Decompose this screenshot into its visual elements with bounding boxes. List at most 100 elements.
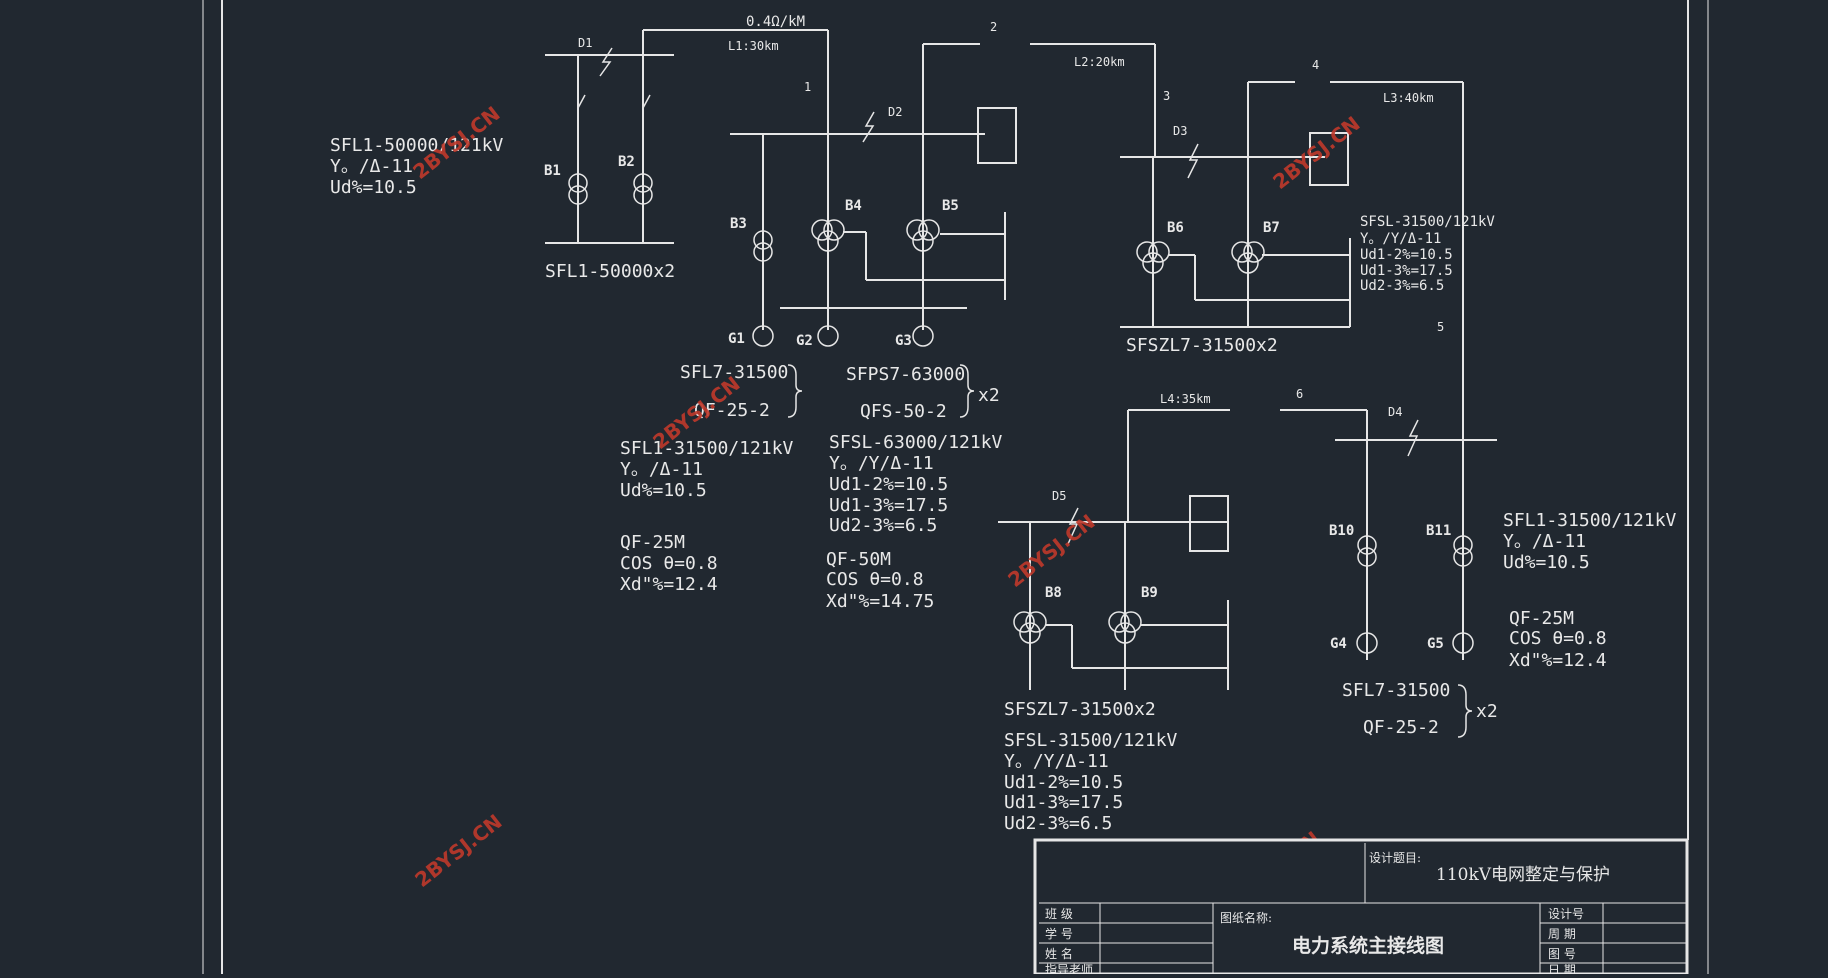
breaker-6: 6 xyxy=(1296,387,1303,401)
row-design-no: 设计号 xyxy=(1548,907,1584,921)
spec-b8-b9: SFSZL7-31500x2 SFSL-31500/121kV Y。/Y/Δ-1… xyxy=(1004,699,1178,834)
line-labels: 0.4Ω/kM L1:30km L2:20km L3:40km L4:35km xyxy=(728,14,1434,406)
design-label: 设计题目: xyxy=(1369,851,1421,865)
svg-text:Ud1-2%=10.5: Ud1-2%=10.5 xyxy=(829,474,948,495)
group-d5 xyxy=(998,410,1229,690)
breaker-1: 1 xyxy=(804,80,811,94)
svg-text:Ud2-3%=6.5: Ud2-3%=6.5 xyxy=(1004,813,1112,834)
svg-text:SFSL-31500/121kV: SFSL-31500/121kV xyxy=(1360,214,1495,230)
svg-text:QF-25M: QF-25M xyxy=(1509,608,1574,629)
group-d2 xyxy=(730,43,1155,330)
group-d3 xyxy=(1120,44,1464,440)
watermark: 2BYSJ.CN xyxy=(410,809,506,892)
svg-text:x2: x2 xyxy=(1476,701,1498,722)
svg-text:QF-25M: QF-25M xyxy=(620,532,685,553)
bus-d4: D4 xyxy=(1388,405,1402,419)
svg-text:SFL1-31500/121kV: SFL1-31500/121kV xyxy=(1503,510,1677,531)
svg-text:SFL7-31500: SFL7-31500 xyxy=(680,362,788,383)
transformer-b3: B3 xyxy=(730,216,747,232)
spec-b45: SFSL-63000/121kV Y。/Y/Δ-11 Ud1-2%=10.5 U… xyxy=(829,432,1003,536)
svg-text:QF-25-2: QF-25-2 xyxy=(1363,717,1439,738)
generator-labels: G1 G2 G3 G4 G5 xyxy=(728,331,1444,652)
breaker-3: 3 xyxy=(1163,89,1170,103)
transformer-b5: B5 xyxy=(942,198,959,214)
svg-text:Ud2-3%=6.5: Ud2-3%=6.5 xyxy=(1360,278,1444,294)
drawing-label: 图纸名称: xyxy=(1220,910,1272,925)
svg-text:SFSL-63000/121kV: SFSL-63000/121kV xyxy=(829,432,1003,453)
transformer-b9: B9 xyxy=(1141,585,1158,601)
spec-g4-g5: QF-25M COS θ=0.8 Xd"%=12.4 SFL7-31500 QF… xyxy=(1342,608,1607,738)
transformer-b2: B2 xyxy=(618,154,635,170)
svg-text:Y。/Y/Δ-11: Y。/Y/Δ-11 xyxy=(1004,751,1109,772)
bus-d1: D1 xyxy=(578,36,592,50)
spec-b3: SFL1-31500/121kV Y。/Δ-11 Ud%=10.5 xyxy=(620,438,794,501)
row-class: 班 级 xyxy=(1045,907,1073,921)
row-period: 周 期 xyxy=(1548,927,1576,941)
transformer-b4: B4 xyxy=(845,198,862,214)
generator-g3: G3 xyxy=(895,333,912,349)
line-l2-label: L2:20km xyxy=(1074,55,1125,69)
svg-text:SFL1-31500/121kV: SFL1-31500/121kV xyxy=(620,438,794,459)
svg-text:COS θ=0.8: COS θ=0.8 xyxy=(620,553,718,574)
transformer-b10: B10 xyxy=(1329,523,1354,539)
row-advisor: 指导老师 xyxy=(1045,962,1093,974)
row-drawing-no: 图 号 xyxy=(1548,947,1576,961)
svg-text:SFL1-50000x2: SFL1-50000x2 xyxy=(545,261,675,282)
bus-d2: D2 xyxy=(888,105,902,119)
svg-text:Ud1-3%=17.5: Ud1-3%=17.5 xyxy=(829,495,948,516)
generator-g1: G1 xyxy=(728,331,745,347)
svg-text:QF-50M: QF-50M xyxy=(826,549,891,570)
line-l3-label: L3:40km xyxy=(1383,91,1434,105)
svg-text:QF-25-2: QF-25-2 xyxy=(694,400,770,421)
svg-text:Ud2-3%=6.5: Ud2-3%=6.5 xyxy=(829,515,937,536)
transformer-b8: B8 xyxy=(1045,585,1062,601)
svg-text:SFPS7-63000: SFPS7-63000 xyxy=(846,364,965,385)
svg-text:QFS-50-2: QFS-50-2 xyxy=(860,401,947,422)
transformer-symbols-d4 xyxy=(1356,535,1474,654)
svg-text:SFSZL7-31500x2: SFSZL7-31500x2 xyxy=(1126,335,1278,356)
group-d4 xyxy=(1128,409,1497,660)
line-l4-label: L4:35km xyxy=(1160,392,1211,406)
svg-text:Y。/Δ-11: Y。/Δ-11 xyxy=(330,156,413,177)
svg-text:Ud%=10.5: Ud%=10.5 xyxy=(330,177,417,198)
svg-text:Xd"%=14.75: Xd"%=14.75 xyxy=(826,591,934,612)
design-title: 110kV电网整定与保护 xyxy=(1436,865,1610,885)
transformer-b1: B1 xyxy=(544,163,561,179)
transformer-symbols-d2 xyxy=(752,219,940,347)
spec-g2-g3: QF-50M COS θ=0.8 Xd"%=14.75 xyxy=(826,549,934,612)
bus-d3: D3 xyxy=(1173,124,1187,138)
svg-text:Ud1-3%=17.5: Ud1-3%=17.5 xyxy=(1004,792,1123,813)
svg-text:SFSZL7-31500x2: SFSZL7-31500x2 xyxy=(1004,699,1156,720)
svg-text:Ud1-2%=10.5: Ud1-2%=10.5 xyxy=(1004,772,1123,793)
breaker-5: 5 xyxy=(1437,320,1444,334)
bus-labels: D1 D2 D3 D4 D5 xyxy=(578,36,1402,503)
transformer-symbols-d3 xyxy=(1136,241,1265,274)
transformer-b6: B6 xyxy=(1167,220,1184,236)
transformer-labels: B1 B2 B3 B4 B5 B6 B7 B8 B9 B10 B11 xyxy=(544,154,1451,601)
svg-text:Y。/Y/Δ-11: Y。/Y/Δ-11 xyxy=(1360,231,1441,247)
spec-b45-model: SFPS7-63000 QFS-50-2 x2 xyxy=(846,364,1000,422)
row-name: 姓 名 xyxy=(1045,946,1073,961)
generator-g2: G2 xyxy=(796,333,813,349)
svg-text:SFL7-31500: SFL7-31500 xyxy=(1342,680,1450,701)
svg-text:SFL1-50000/121kV: SFL1-50000/121kV xyxy=(330,135,504,156)
transformer-b1-symbol xyxy=(568,173,653,205)
drawing-title: 电力系统主接线图 xyxy=(1292,934,1444,957)
svg-text:Xd"%=12.4: Xd"%=12.4 xyxy=(1509,650,1607,671)
svg-text:COS θ=0.8: COS θ=0.8 xyxy=(826,569,924,590)
svg-text:Y。/Y/Δ-11: Y。/Y/Δ-11 xyxy=(829,453,934,474)
svg-text:Y。/Δ-11: Y。/Δ-11 xyxy=(620,459,703,480)
svg-text:Ud%=10.5: Ud%=10.5 xyxy=(1503,552,1590,573)
svg-text:COS θ=0.8: COS θ=0.8 xyxy=(1509,628,1607,649)
title-block: 设计题目: 110kV电网整定与保护 图纸名称: 电力系统主接线图 班 级 学 … xyxy=(1033,838,1689,977)
transformer-b11: B11 xyxy=(1426,523,1451,539)
svg-text:Ud1-3%=17.5: Ud1-3%=17.5 xyxy=(1360,263,1453,279)
group-d1 xyxy=(545,29,829,244)
watermark: 2BYSJ.CN xyxy=(1268,111,1364,194)
spec-b10-b11: SFL1-31500/121kV Y。/Δ-11 Ud%=10.5 xyxy=(1503,510,1677,573)
impedance-label: 0.4Ω/kM xyxy=(746,14,805,30)
generator-g4: G4 xyxy=(1330,636,1347,652)
svg-text:SFSL-31500/121kV: SFSL-31500/121kV xyxy=(1004,730,1178,751)
